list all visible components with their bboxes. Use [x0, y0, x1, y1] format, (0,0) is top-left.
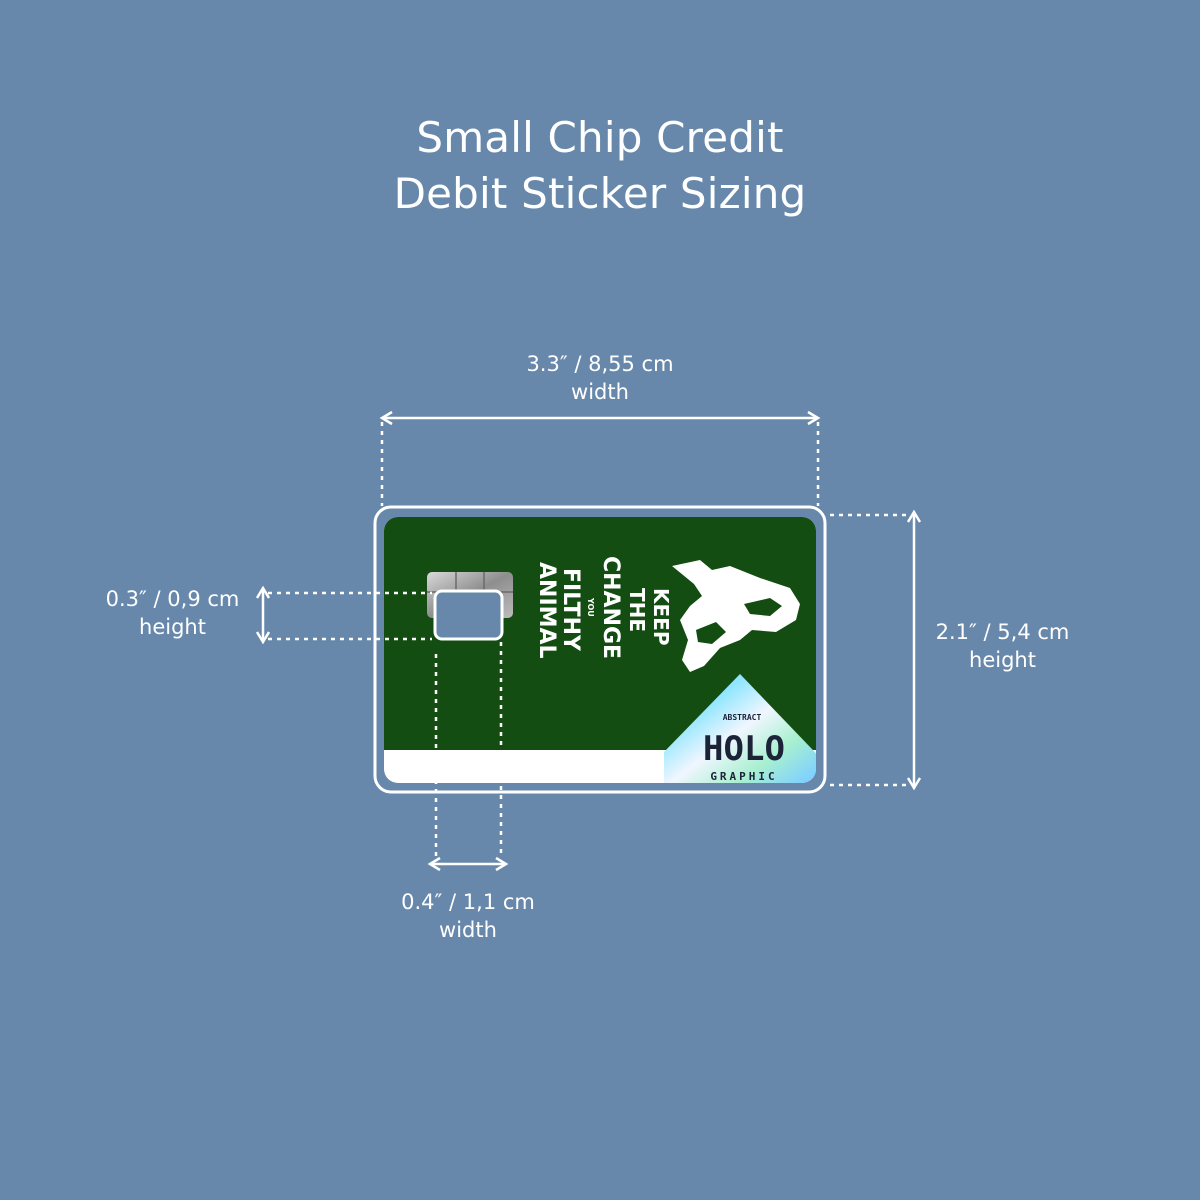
badge-bottom-text: GRAPHIC	[710, 770, 777, 783]
slogan-line-4: YOU	[586, 597, 595, 617]
slogan-line-1: KEEP	[649, 588, 673, 645]
silhouette-icon	[672, 560, 800, 672]
chip-width-value: 0.4″ / 1,1 cm	[401, 890, 535, 914]
card-slogan: KEEP THE CHANGE YOU FILTHY ANIMAL	[534, 556, 673, 659]
card-height-dimension	[830, 509, 922, 791]
title-line-2: Debit Sticker Sizing	[393, 169, 807, 218]
chip-height-caption: height	[139, 615, 206, 639]
card-height-label: 2.1″ / 5,4 cm height	[920, 618, 1085, 674]
chip-height-label: 0.3″ / 0,9 cm height	[90, 585, 255, 641]
card-body: ABSTRACT HOLO GRAPHIC KEEP THE CHANGE YO…	[384, 517, 816, 783]
card-width-dimension	[379, 410, 821, 506]
slogan-line-5: FILTHY	[558, 568, 583, 652]
badge-top-text: ABSTRACT	[723, 713, 762, 722]
chip-width-caption: width	[439, 918, 497, 942]
title-line-1: Small Chip Credit	[416, 113, 784, 162]
page-title: Small Chip Credit Debit Sticker Sizing	[0, 110, 1200, 222]
card-height-value: 2.1″ / 5,4 cm	[935, 620, 1070, 644]
card-width-label: 3.3″ / 8,55 cm width	[500, 350, 700, 406]
card-width-caption: width	[571, 380, 629, 404]
slogan-line-6: ANIMAL	[534, 562, 559, 659]
badge-main-text: HOLO	[703, 729, 785, 769]
card-width-value: 3.3″ / 8,55 cm	[526, 352, 674, 376]
slogan-line-3: CHANGE	[598, 556, 623, 659]
card-height-caption: height	[969, 648, 1036, 672]
chip-cutout	[433, 589, 504, 641]
card-outline	[373, 505, 827, 794]
chip-width-dimension	[427, 642, 509, 872]
chip-height-dimension	[255, 585, 432, 645]
chip-height-value: 0.3″ / 0,9 cm	[105, 587, 240, 611]
chip-width-label: 0.4″ / 1,1 cm width	[388, 888, 548, 944]
slogan-line-2: THE	[625, 588, 649, 632]
holographic-badge-icon: ABSTRACT HOLO GRAPHIC	[664, 674, 816, 783]
